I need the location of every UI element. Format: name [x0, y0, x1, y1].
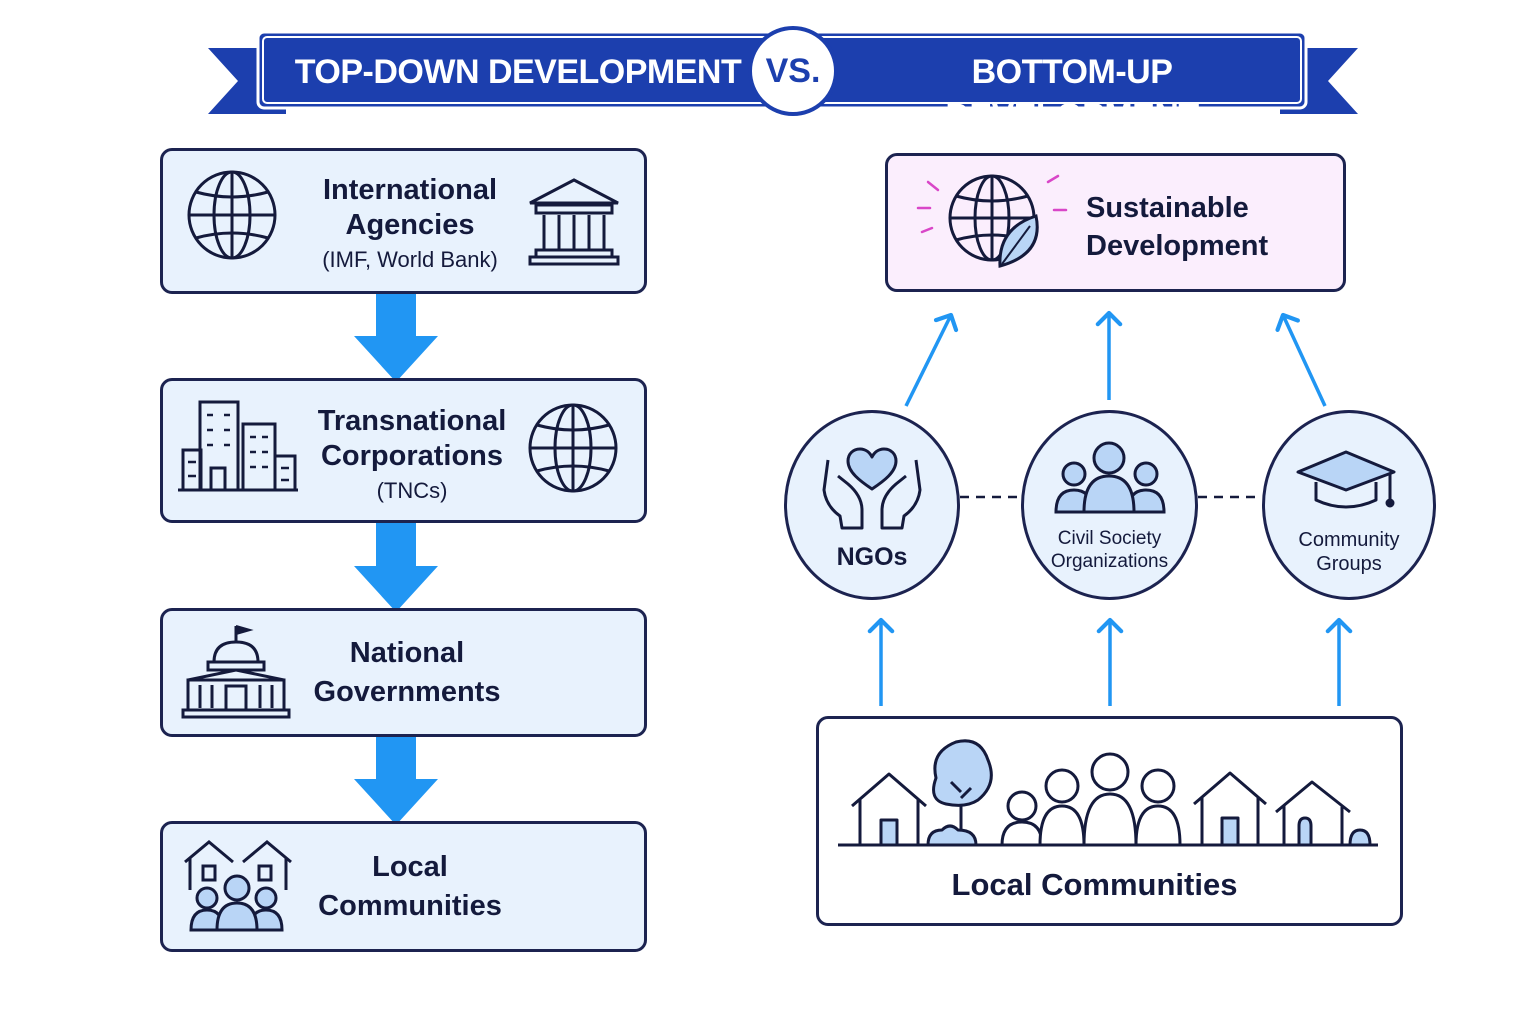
up-arrow-ngos-sustainable: [904, 312, 959, 407]
up-arrows: [867, 310, 1353, 706]
sustainable-line2: Development: [1086, 229, 1269, 262]
vs-badge: VS.: [748, 26, 838, 116]
local-left-line2: Communities: [318, 889, 502, 922]
local-communities-label-right: Local Communities: [951, 867, 1238, 902]
down-arrow-2: [354, 522, 438, 612]
ngos-label: NGOs: [836, 543, 908, 571]
tncs-line1: Transnational: [317, 405, 507, 437]
civil-society-label: Civil Society Organizations: [1031, 528, 1188, 574]
bottom-up-title: BOTTOM-UP DEVELOPMENT: [945, 53, 1199, 135]
civil-line1: Civil Society: [1057, 528, 1162, 549]
local-left-line1: Local: [372, 851, 448, 883]
down-arrow-1: [354, 293, 438, 382]
international-sub: (IMF, World Bank): [322, 246, 498, 272]
down-arrow-3: [354, 736, 438, 825]
tncs-sub: (TNCs): [376, 477, 448, 503]
community-line2: Groups: [1316, 553, 1382, 575]
ngos-circle: [784, 410, 960, 600]
up-arrow-community-sustainable: [1275, 312, 1327, 407]
community-groups-label: Community Groups: [1272, 528, 1426, 576]
top-down-title: TOP-DOWN DEVELOPMENT: [294, 53, 742, 91]
down-arrows: [354, 293, 438, 825]
national-line1: National: [349, 637, 465, 669]
community-line1: Community: [1298, 529, 1400, 551]
international-line1: International: [322, 174, 497, 206]
civil-line2: Organizations: [1050, 550, 1169, 572]
local-communities-label-left: Local Communities: [300, 848, 520, 925]
international-line2: Agencies: [345, 208, 475, 241]
international-agencies-label: International Agencies (IMF, World Bank): [290, 173, 530, 273]
tncs-line2: Corporations: [320, 439, 504, 472]
national-governments-label: National Governments: [290, 634, 524, 711]
sustainable-line1: Sustainable: [1086, 192, 1249, 224]
sustainable-development-label: Sustainable Development: [1086, 190, 1290, 265]
national-line2: Governments: [313, 675, 501, 708]
tncs-label: Transnational Corporations (TNCs): [292, 404, 532, 504]
